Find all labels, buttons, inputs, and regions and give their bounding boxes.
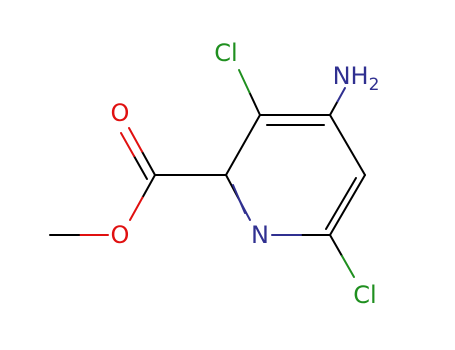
bond-layer (49, 69, 366, 278)
bond-c7-o1-second-a (133, 155, 148, 180)
atom-label-chloro-3: Cl (214, 39, 237, 67)
bond-c5-c6-inner (325, 177, 357, 230)
atom-label-carbonyl-oxygen: O (111, 99, 130, 127)
bond-c5-c6 (329, 174, 366, 236)
amine-symbol: NH (333, 62, 369, 90)
bond-c4-nh2-b (336, 87, 346, 103)
bond-c6-cl-b (341, 255, 355, 278)
bond-c7-o1-second-b (120, 132, 135, 157)
atom-label-chloro-6: Cl (353, 281, 376, 309)
amine-subscript: 2 (369, 75, 380, 95)
bond-c4-c5 (329, 114, 366, 176)
atom-label-ester-oxygen: O (111, 221, 130, 249)
bond-c4-nh2-a (329, 100, 339, 116)
atom-label-ring-nitrogen: N (251, 221, 269, 249)
bond-c7-o1-b (128, 127, 143, 153)
bond-c6-cl-a (329, 234, 343, 257)
bond-c7-o2-b (129, 196, 144, 221)
bond-c7-o1-a (141, 150, 156, 176)
bond-c3-cl-b (238, 69, 251, 94)
bond-c2-c3 (225, 114, 261, 176)
bond-c7-o2-a (141, 174, 156, 199)
bond-c3-cl-a (248, 91, 261, 116)
bond-n1-c2-inner (232, 184, 246, 214)
atom-label-nh2: NH2 (333, 62, 380, 95)
